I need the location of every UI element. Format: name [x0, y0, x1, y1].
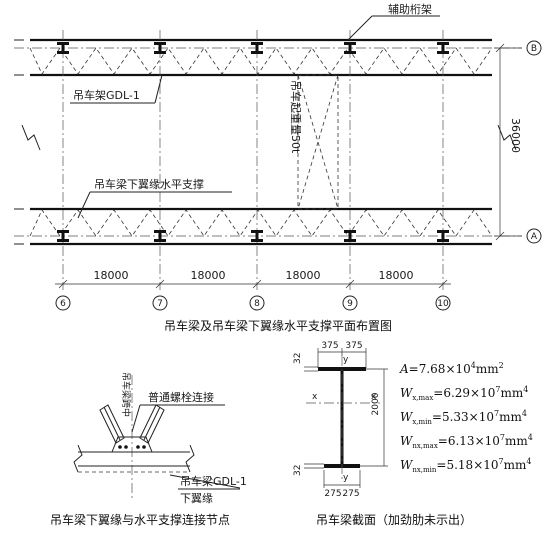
bottom-width-right: 275 [342, 489, 359, 499]
axis-x-right: x [371, 392, 377, 402]
flange-label: 下翼缘 [180, 492, 213, 505]
bolt-leader [131, 404, 141, 433]
bottom-width-left: 275 [324, 489, 341, 499]
property-wnx-max: Wnx,max=6.13×107mm4 [400, 433, 533, 450]
row-bubble-a [526, 228, 542, 244]
bolt-dots [118, 445, 146, 449]
top-truss-diagonals [29, 47, 493, 75]
axis-label-7: 7 [157, 299, 163, 309]
top-width-left: 375 [321, 341, 338, 351]
property-area: A=7.68×104mm2 [399, 361, 504, 376]
section-top-dims [317, 348, 367, 368]
section-height: 2000 [371, 392, 381, 415]
bay-dimension-line [55, 279, 451, 289]
plan-caption: 吊车梁及吊车梁下翼缘水平支撑平面布置图 [164, 318, 392, 333]
axis-x-left: x [312, 392, 318, 402]
top-width-right: 375 [345, 341, 362, 351]
axis-label-10: 10 [437, 299, 449, 309]
connection-node: 吊车梁跨中 普通螺栓连接 吊车梁GDL-1 下翼缘 吊车梁下翼缘与水平支撑连接节… [50, 372, 247, 527]
bay-4-dim: 18000 [379, 269, 414, 282]
bay-3-dim: 18000 [286, 269, 321, 282]
crane-frame-label: 吊车架GDL-1 [73, 88, 140, 102]
section-bottom-dims [323, 470, 361, 488]
row-label-b: B [531, 44, 537, 54]
crane-outline [297, 74, 339, 210]
truss-label: 辅助桁架 [388, 2, 432, 16]
property-wx-min: Wx,min=5.33×107mm4 [400, 409, 527, 426]
bay-2-dim: 18000 [191, 269, 226, 282]
midspan-label: 吊车梁跨中 [120, 372, 132, 417]
beam-section: 375 375 y x x y 32 32 2000 275 275 [293, 341, 472, 527]
axis-label-8: 8 [254, 299, 260, 309]
span-dimension [494, 43, 522, 241]
left-brace-angle [99, 404, 125, 444]
bottom-truss-diagonals [29, 209, 493, 237]
span-dimension-text: 36000 [509, 118, 522, 153]
row-bubble-b [526, 40, 542, 56]
node-left-break [73, 444, 83, 473]
section-properties: A=7.68×104mm2 Wx,max=6.29×107mm4 Wx,min=… [399, 361, 533, 474]
axis-y-bottom: y [343, 473, 349, 483]
right-brace-angle [139, 404, 165, 444]
plan-view: 辅助桁架 吊车架GDL-1 吊车梁下翼缘水平支撑 吊车起重量50t 36000 … [14, 2, 542, 333]
left-break-mark [21, 124, 41, 151]
top-columns [57, 42, 449, 54]
node-right-break [185, 444, 195, 473]
row-label-a: A [531, 232, 538, 242]
bottom-columns [57, 230, 449, 242]
top-flange-thickness: 32 [293, 353, 303, 364]
left-break-lines [14, 39, 24, 245]
property-wx-max: Wx,max=6.29×107mm4 [400, 385, 528, 402]
axis-y-top: y [343, 355, 349, 365]
axis-bubbles [55, 295, 451, 311]
right-break-mark [497, 124, 517, 151]
crane-capacity-label: 吊车起重量50t [289, 80, 303, 154]
axis-label-6: 6 [60, 299, 66, 309]
section-caption: 吊车梁截面（加劲肋未示出） [316, 512, 472, 527]
beam-label: 吊车梁GDL-1 [180, 474, 247, 488]
frame-leader-tip [154, 74, 163, 104]
axis-label-9: 9 [347, 299, 353, 309]
beam-leader [169, 474, 241, 489]
lateral-brace-label: 吊车梁下翼缘水平支撑 [94, 177, 204, 191]
bolt-label: 普通螺栓连接 [148, 390, 214, 404]
bottom-flange-thickness: 32 [293, 465, 303, 476]
bay-1-dim: 18000 [94, 269, 129, 282]
node-caption: 吊车梁下翼缘与水平支撑连接节点 [50, 512, 230, 527]
brace-leader-tip [77, 191, 91, 219]
truss-leader [347, 15, 373, 41]
property-wnx-min: Wnx,min=5.18×107mm4 [400, 457, 531, 474]
column-gridlines [62, 30, 444, 290]
